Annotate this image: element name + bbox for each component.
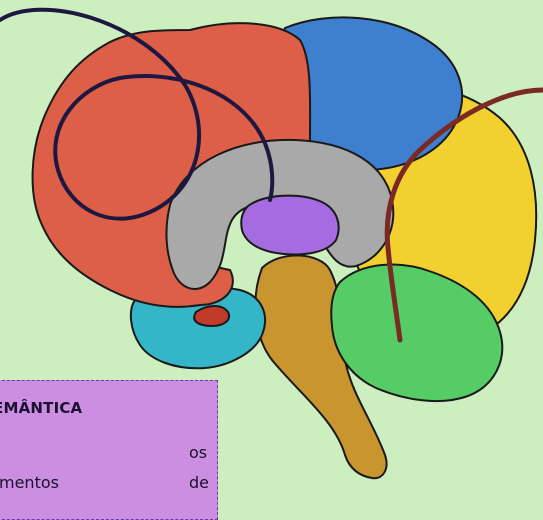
info-title: EMÂNTICA <box>0 399 82 417</box>
amygdala <box>194 306 229 326</box>
info-box: EMÂNTICA os mentos de <box>0 380 218 520</box>
info-word: os <box>189 443 207 462</box>
info-word: mentos <box>0 473 59 492</box>
info-word: de <box>189 473 209 492</box>
thalamus <box>241 196 338 255</box>
